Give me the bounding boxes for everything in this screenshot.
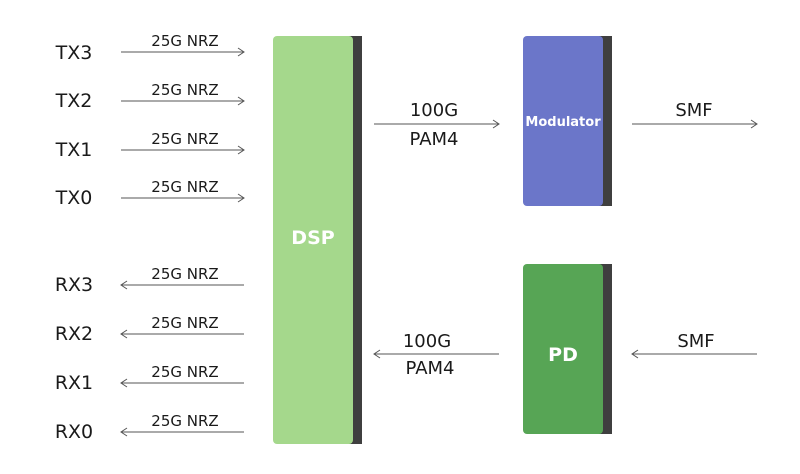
rx-lane-name: RX1 bbox=[55, 372, 93, 394]
modulator-block-face bbox=[523, 36, 603, 206]
pd-block-face bbox=[523, 264, 603, 434]
tx-lane-name: TX0 bbox=[55, 187, 93, 209]
rx-lane-name: RX0 bbox=[55, 421, 93, 443]
tx-lane-arrow-head bbox=[237, 145, 245, 155]
modulator-label: Modulator bbox=[525, 115, 601, 130]
rx-lane-rate: 25G NRZ bbox=[151, 314, 218, 332]
rx-lane-rate: 25G NRZ bbox=[151, 265, 218, 283]
tx-lane-rate: 25G NRZ bbox=[151, 81, 218, 99]
rx-lane-arrow-head bbox=[120, 329, 128, 339]
dsp-to-modulator-rate: 100G bbox=[410, 100, 458, 121]
rx-lane: RX0 25G NRZ bbox=[55, 412, 244, 443]
pd-block: PD bbox=[523, 264, 612, 434]
tx-lane-name: TX3 bbox=[55, 42, 93, 64]
tx-lane: TX1 25G NRZ bbox=[55, 130, 245, 161]
tx-lane-arrow-head bbox=[237, 47, 245, 57]
pd-to-dsp-link: 100G PAM4 bbox=[373, 331, 499, 379]
modulator-output-arrow-head bbox=[750, 119, 758, 129]
tx-lane-arrow-head bbox=[237, 193, 245, 203]
dsp-label: DSP bbox=[291, 227, 334, 249]
modulator-block: Modulator bbox=[523, 36, 612, 206]
pd-to-dsp-arrow-head bbox=[373, 349, 381, 359]
rx-lane: RX3 25G NRZ bbox=[55, 265, 244, 296]
rx-lane-name: RX2 bbox=[55, 323, 93, 345]
tx-lane: TX2 25G NRZ bbox=[55, 81, 245, 112]
rx-lane-arrow-head bbox=[120, 280, 128, 290]
pd-label: PD bbox=[548, 344, 578, 366]
dsp-to-modulator-format: PAM4 bbox=[410, 129, 459, 150]
rx-lane-rate: 25G NRZ bbox=[151, 363, 218, 381]
dsp-to-modulator-link: 100G PAM4 bbox=[374, 100, 500, 150]
tx-lane: TX0 25G NRZ bbox=[55, 178, 245, 209]
pd-to-dsp-format: PAM4 bbox=[406, 358, 455, 379]
rx-lane: RX2 25G NRZ bbox=[55, 314, 244, 345]
tx-lane-rate: 25G NRZ bbox=[151, 32, 218, 50]
modulator-output-link: SMF bbox=[632, 100, 758, 129]
rx-lane: RX1 25G NRZ bbox=[55, 363, 244, 394]
modulator-output-label: SMF bbox=[675, 100, 712, 121]
dsp-to-modulator-arrow-head bbox=[492, 119, 500, 129]
dsp-block: DSP bbox=[273, 36, 362, 444]
pd-input-label: SMF bbox=[677, 331, 714, 352]
tx-lanes: TX3 25G NRZ TX2 25G NRZ TX1 25G NRZ TX0 … bbox=[55, 32, 245, 209]
rx-lane-rate: 25G NRZ bbox=[151, 412, 218, 430]
tx-lane-rate: 25G NRZ bbox=[151, 178, 218, 196]
rx-lanes: RX3 25G NRZ RX2 25G NRZ RX1 25G NRZ RX0 … bbox=[55, 265, 244, 443]
pd-input-link: SMF bbox=[631, 331, 757, 359]
rx-lane-arrow-head bbox=[120, 378, 128, 388]
tx-lane-name: TX2 bbox=[55, 90, 93, 112]
rx-lane-name: RX3 bbox=[55, 274, 93, 296]
tx-lane-arrow-head bbox=[237, 96, 245, 106]
rx-lane-arrow-head bbox=[120, 427, 128, 437]
pd-input-arrow-head bbox=[631, 349, 639, 359]
tx-lane-rate: 25G NRZ bbox=[151, 130, 218, 148]
dsp-block-face bbox=[273, 36, 353, 444]
tx-lane: TX3 25G NRZ bbox=[55, 32, 245, 64]
tx-lane-name: TX1 bbox=[55, 139, 93, 161]
pd-to-dsp-rate: 100G bbox=[403, 331, 451, 352]
